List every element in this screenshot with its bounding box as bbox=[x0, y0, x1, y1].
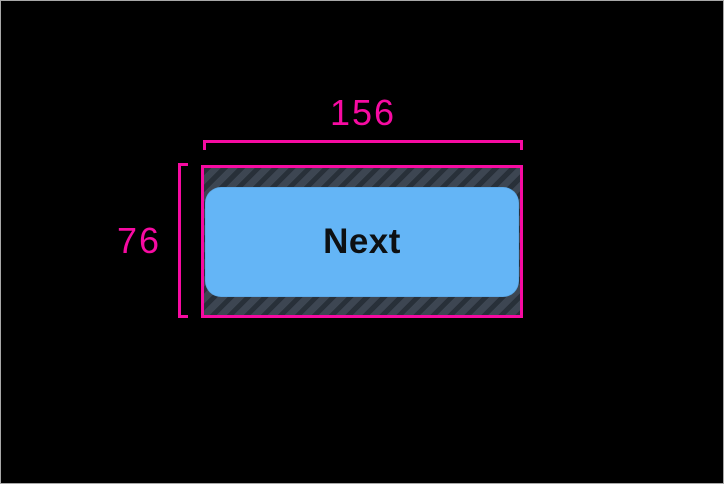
width-measure-bracket bbox=[203, 140, 523, 150]
widget-bounds-highlight: Next bbox=[201, 165, 523, 318]
width-dimension-label: 156 bbox=[329, 92, 397, 133]
height-measure-bracket bbox=[178, 163, 188, 318]
height-dimension-label: 76 bbox=[116, 220, 162, 261]
next-button[interactable]: Next bbox=[205, 187, 519, 297]
